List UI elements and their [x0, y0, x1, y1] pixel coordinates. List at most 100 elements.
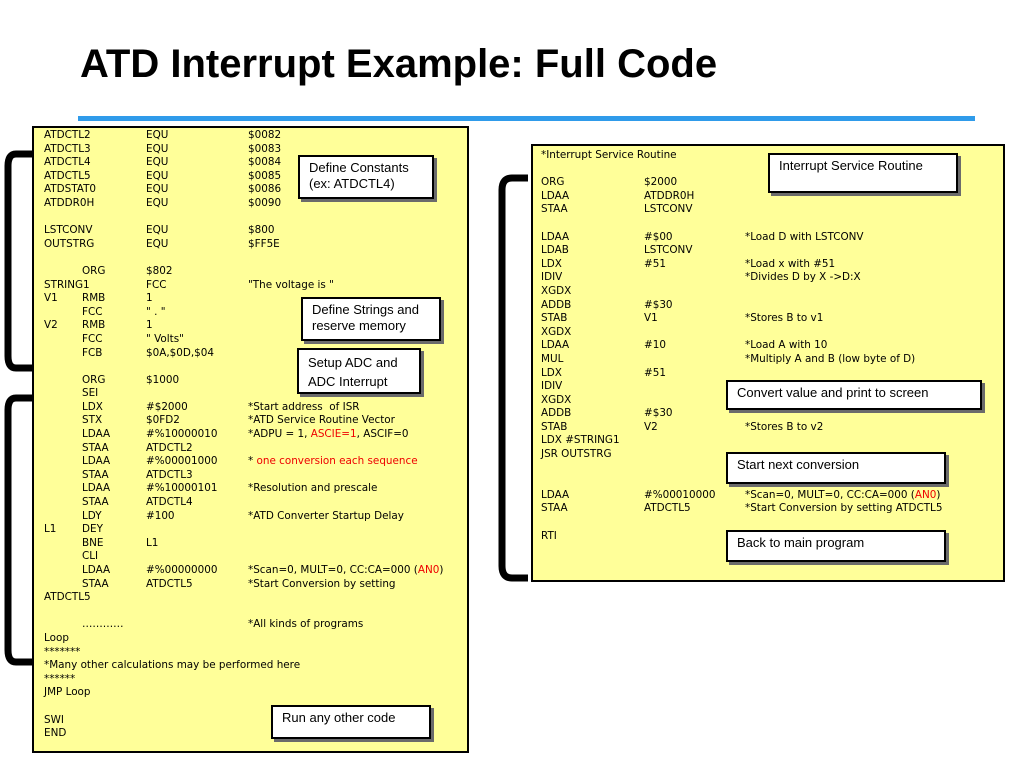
code-line: FCC" . " [44, 306, 464, 320]
isr-panel [531, 144, 1005, 582]
code-line: XGDX [541, 326, 1001, 340]
code-line: XGDX [541, 285, 1001, 299]
code-cell: RMB [82, 319, 106, 332]
code-cell: L1 [146, 536, 159, 549]
code-cell: #%10000010 [146, 428, 218, 441]
code-cell: LDX #STRING1 [541, 434, 620, 447]
code-tail: ) [936, 488, 941, 501]
code-line: LDAA#%10000010*ADPU = 1, ASCIE=1, ASCIF=… [44, 428, 464, 442]
slide-title: ATD Interrupt Example: Full Code [80, 42, 718, 86]
code-cell: *Start address of ISR [248, 400, 360, 413]
code-cell: Loop [44, 631, 69, 644]
code-cell: ATDCTL3 [146, 468, 193, 481]
code-cell: 1 [146, 292, 153, 305]
code-line: ATDCTL5 [44, 591, 464, 605]
code-cell: DEY [82, 523, 103, 536]
code-line [44, 211, 464, 225]
code-cell: XGDX [541, 393, 572, 406]
code-cell: $0A,$0D,$04 [146, 346, 214, 359]
code-line: ADDB#$30 [541, 299, 1001, 313]
code-cell: #100 [146, 509, 175, 522]
code-cell: ATDDR0H [44, 196, 95, 209]
code-line: ORG $2000 [541, 176, 1001, 190]
code-cell: $0086 [248, 183, 282, 196]
code-cell: ATDCTL5 [146, 577, 193, 590]
code-line [541, 516, 1001, 530]
code-line: ******* [44, 646, 464, 660]
code-line: IDIV [541, 380, 1001, 394]
code-cell: *Load D with LSTCONV [745, 230, 864, 243]
code-cell: ATDCTL5 [44, 591, 91, 604]
code-cell: " . " [146, 305, 166, 318]
code-line: LDAA#%00010000*Scan=0, MULT=0, CC:CA=000… [541, 489, 1001, 503]
callout-run-other-code: Run any other code [271, 705, 431, 739]
code-cell: FCB [82, 346, 103, 359]
code-cell: ATDCTL3 [44, 142, 91, 155]
code-cell: ORG [541, 176, 565, 189]
code-cell: V1 [644, 312, 658, 325]
highlight-text: AN0 [914, 488, 937, 501]
code-cell: *Resolution and prescale [248, 482, 378, 495]
code-cell: #$00 [644, 230, 673, 243]
code-cell: #51 [644, 366, 666, 379]
code-cell: #%00001000 [146, 455, 218, 468]
code-line: Loop [44, 632, 464, 646]
code-cell: #%10000101 [146, 482, 218, 495]
code-cell: #10 [644, 339, 666, 352]
code-cell: FCC [146, 278, 167, 291]
code-cell: LDX [541, 366, 562, 379]
code-cell: ORG [82, 373, 106, 386]
code-cell: LDAA [82, 428, 111, 441]
code-cell: STAA [82, 577, 109, 590]
code-cell: " Volts" [146, 332, 184, 345]
code-cell: *Divides D by X ->D:X [745, 271, 861, 284]
code-cell: IDIV [541, 380, 563, 393]
code-cell: BNE [82, 536, 104, 549]
code-line: ****** [44, 673, 464, 687]
code-cell: STX [82, 414, 103, 427]
code-line: JSR OUTSTRG [541, 448, 1001, 462]
code-cell: STAB [541, 312, 568, 325]
code-cell: JMP Loop [44, 686, 91, 699]
code-cell: LSTCONV [644, 203, 693, 216]
code-cell: $2000 [644, 176, 678, 189]
code-line: FCC" Volts" [44, 333, 464, 347]
code-cell: ATDCTL5 [644, 502, 691, 515]
code-cell: LDAA [82, 564, 111, 576]
code-line [44, 605, 464, 619]
code-cell: LDAA [82, 455, 111, 468]
code-cell: ******* [44, 645, 81, 658]
code-cell: ATDDR0H [644, 189, 695, 202]
code-cell: $800 [248, 224, 275, 237]
code-line: ORG$1000 [44, 374, 464, 388]
code-cell: "The voltage is " [248, 278, 334, 291]
code-cell: EQU [146, 169, 169, 182]
callout-define-constants: Define Constants (ex: ATDCTL4) [298, 155, 434, 199]
code-cell: *Load x with #51 [745, 257, 836, 270]
code-cell: STAB [541, 420, 568, 433]
code-line: LDAA #$00 *Load D with LSTCONV [541, 231, 1001, 245]
callout-setup-adc: Setup ADC and ADC Interrupt [297, 348, 421, 394]
code-line: IDIV*Divides D by X ->D:X [541, 271, 1001, 285]
code-line: LDAA#%00001000* one conversion each sequ… [44, 455, 464, 469]
code-cell: EQU [146, 196, 169, 209]
code-line: XGDX [541, 394, 1001, 408]
code-cell: #$30 [644, 298, 673, 311]
code-cell: LDAA [82, 482, 111, 495]
code-line: LDX #51 [541, 367, 1001, 381]
code-cell: LDAA [541, 230, 570, 243]
callout-convert-print: Convert value and print to screen [726, 380, 982, 410]
code-cell: EQU [146, 183, 169, 196]
code-cell: *Many other calculations may be performe… [44, 659, 301, 672]
